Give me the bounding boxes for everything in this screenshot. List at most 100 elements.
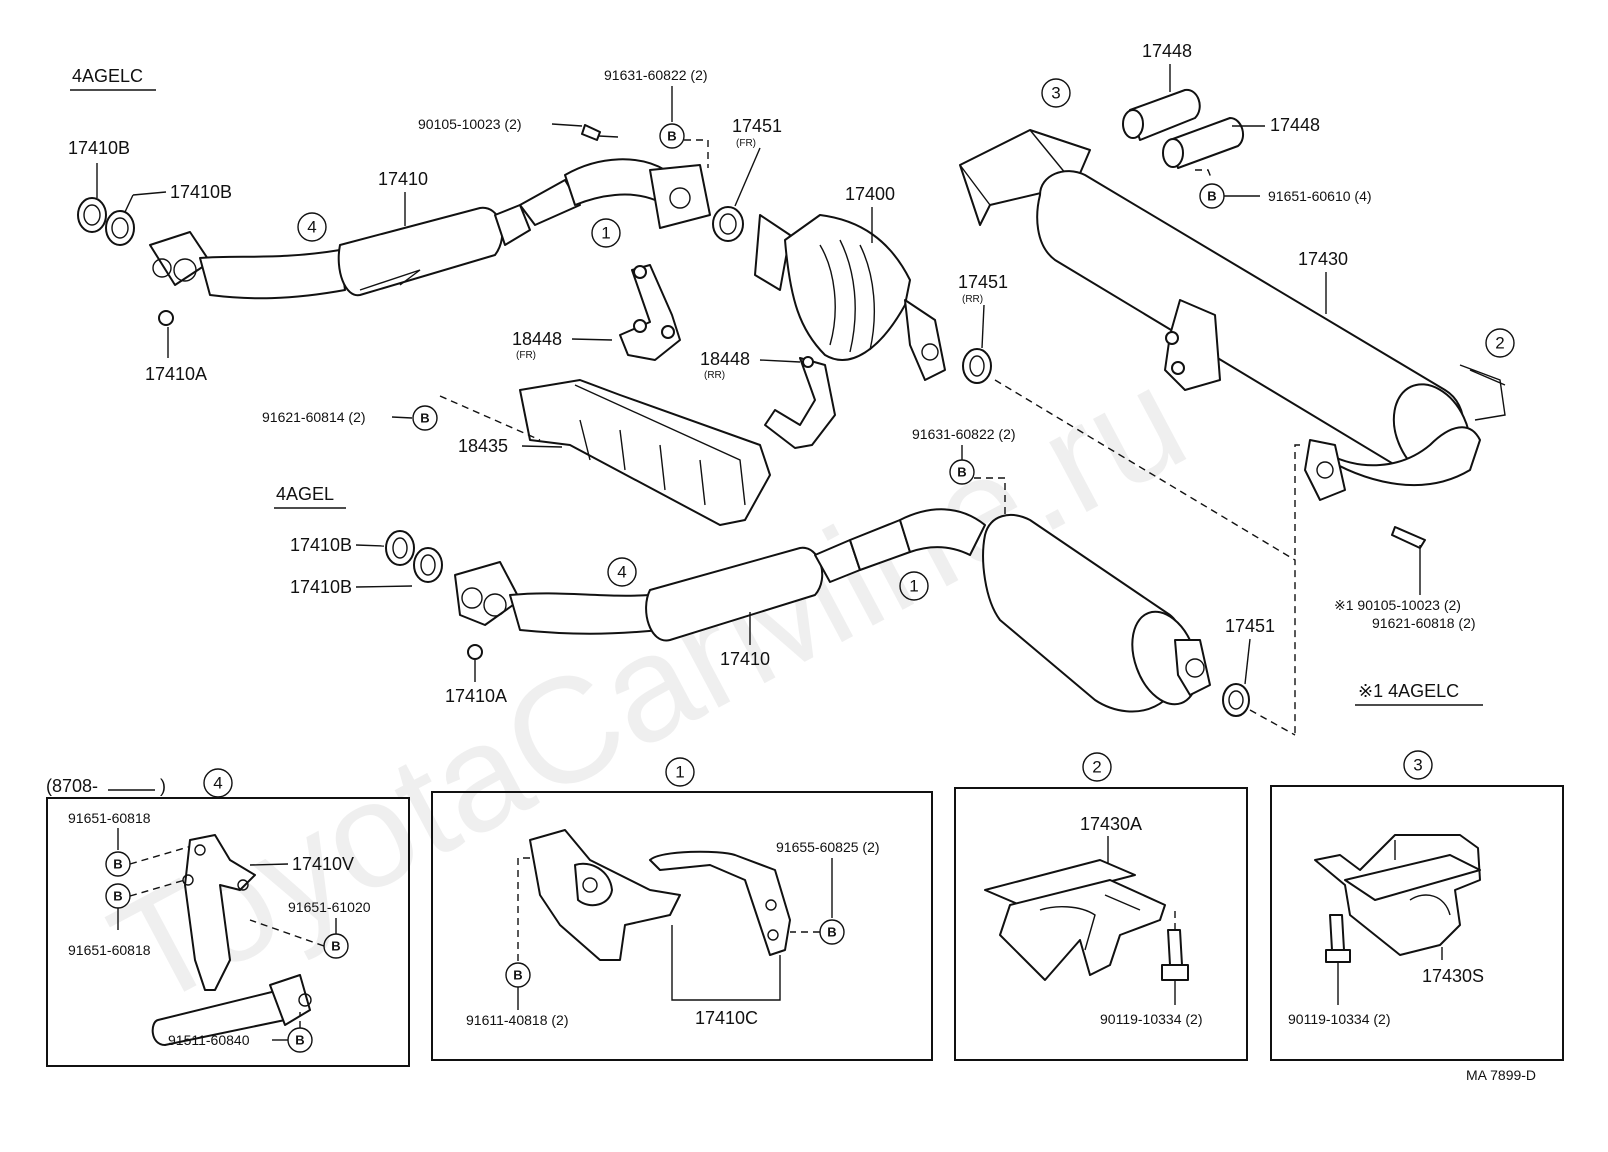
svg-text:2: 2 (1495, 334, 1504, 353)
hanger-bracket-17410c (529, 829, 791, 961)
label-18435: 18435 (458, 436, 508, 456)
svg-text:4: 4 (213, 774, 222, 793)
callout-4-mid (607, 557, 637, 587)
callout-1-detail (665, 757, 695, 787)
label-91631-top: 91631-60822 (2) (604, 67, 708, 83)
label-d4-91511: 91511-60840 (168, 1032, 250, 1048)
bolt-marker-b-91621-814 (412, 405, 438, 431)
svg-text:1: 1 (909, 577, 918, 596)
label-17400: 17400 (845, 184, 895, 204)
label-17410-top: 17410 (378, 169, 428, 189)
label-91631-mid: 91631-60822 (2) (912, 426, 1016, 442)
muffler-hanger-17430a (984, 859, 1166, 981)
svg-text:4: 4 (307, 218, 316, 237)
svg-text:B: B (513, 968, 522, 983)
label-17448-b: 17448 (1270, 115, 1320, 135)
detail-box-3 (1270, 785, 1564, 1061)
label-17410b-a: 17410B (68, 138, 130, 158)
label-17451-fr-tag: (FR) (736, 138, 756, 149)
gasket-17451-bottom (1222, 683, 1250, 717)
bracket-18448-fr (619, 264, 681, 361)
drawing-code: MA 7899-D (1466, 1067, 1536, 1083)
heat-insulator-18435 (519, 379, 771, 526)
sub-muffler-bottom (899, 508, 1211, 713)
bracket-18448-rr (764, 357, 836, 449)
bracket-17410v (151, 834, 312, 1046)
bolt-d3 (1329, 914, 1345, 951)
callout-3-detail (1403, 750, 1433, 780)
svg-text:B: B (113, 857, 122, 872)
mid-pipe-flange-top (564, 158, 711, 229)
label-17410b-d: 17410B (290, 577, 352, 597)
svg-text:B: B (827, 925, 836, 940)
label-d3-17430s: 17430S (1422, 966, 1484, 986)
label-17410a-bottom: 17410A (445, 686, 507, 706)
label-91651-610: 91651-60610 (4) (1268, 188, 1372, 204)
svg-text:B: B (331, 939, 340, 954)
bolt-90105-rr (1391, 526, 1426, 549)
label-17451-bottom: 17451 (1225, 616, 1275, 636)
bolt-d2 (1167, 929, 1183, 966)
gasket-17410b-c (385, 530, 415, 566)
nut-17410a-bottom (467, 644, 483, 660)
label-17451-rr: 17451 (958, 272, 1008, 292)
svg-text:3: 3 (1051, 84, 1060, 103)
svg-text:4: 4 (617, 563, 626, 582)
front-pipe-17410-top (149, 179, 581, 300)
svg-text:B: B (667, 129, 676, 144)
svg-text:B: B (113, 889, 122, 904)
detail-box-2 (954, 787, 1248, 1061)
callout-3-top (1041, 78, 1071, 108)
main-muffler-17430 (959, 129, 1506, 501)
label-18448-rr: 18448 (700, 349, 750, 369)
label-d1-17410c: 17410C (695, 1008, 758, 1028)
label-note-90105: ※1 90105-10023 (2) (1334, 597, 1461, 613)
label-91621-814: 91621-60814 (2) (262, 409, 366, 425)
label-17410-bottom: 17410 (720, 649, 770, 669)
gasket-17410b-b (105, 210, 135, 246)
gasket-17410b-a (77, 197, 107, 233)
gasket-17451-rr (962, 348, 992, 384)
callout-1-mid (899, 571, 929, 601)
svg-text:1: 1 (601, 224, 610, 243)
callout-1-top (591, 218, 621, 248)
label-90105: 90105-10023 (2) (418, 116, 522, 132)
detail-box-4 (46, 797, 410, 1067)
label-17451-fr: 17451 (732, 116, 782, 136)
label-18448-fr-tag: (FR) (516, 350, 536, 361)
bolt-marker-b-91631-mid (949, 459, 975, 485)
nut-17410a-top (158, 310, 174, 326)
svg-text:B: B (295, 1033, 304, 1048)
gasket-17410b-d (413, 547, 443, 583)
header-4agel: 4AGEL (276, 484, 334, 504)
label-d3-90119: 90119-10334 (2) (1288, 1011, 1390, 1027)
bolt-90105 (581, 124, 601, 141)
detail-box-1 (431, 791, 933, 1061)
label-d2-17430a: 17430A (1080, 814, 1142, 834)
label-date-close: ) (160, 776, 166, 796)
label-d1-91611: 91611-40818 (2) (466, 1012, 568, 1028)
bolt-marker-b-91631-top (659, 123, 685, 149)
label-d2-90119: 90119-10334 (2) (1100, 1011, 1202, 1027)
tail-pipe-hanger-17448 (1122, 88, 1245, 169)
svg-text:3: 3 (1413, 756, 1422, 775)
label-d4-91651-020: 91651-61020 (288, 899, 371, 915)
label-d1-91655: 91655-60825 (2) (776, 839, 880, 855)
front-pipe-17410-bottom (454, 519, 911, 642)
svg-text:2: 2 (1092, 758, 1101, 777)
label-17410b-b: 17410B (170, 182, 232, 202)
label-date-code: (8708- (46, 776, 98, 796)
label-note-4agelc: ※1 4AGELC (1358, 681, 1459, 701)
label-d4-91651-818b: 91651-60818 (68, 942, 151, 958)
label-17448-a: 17448 (1142, 41, 1192, 61)
label-17410b-c: 17410B (290, 535, 352, 555)
label-18448-rr-tag: (RR) (704, 370, 725, 381)
muffler-hanger-17430s (1314, 834, 1481, 956)
label-d4-91651-818a: 91651-60818 (68, 810, 151, 826)
label-18448-fr: 18448 (512, 329, 562, 349)
svg-text:B: B (1207, 189, 1216, 204)
callout-2-top (1485, 328, 1515, 358)
callout-4-top (297, 212, 327, 242)
header-4agelc: 4AGELC (72, 66, 143, 86)
